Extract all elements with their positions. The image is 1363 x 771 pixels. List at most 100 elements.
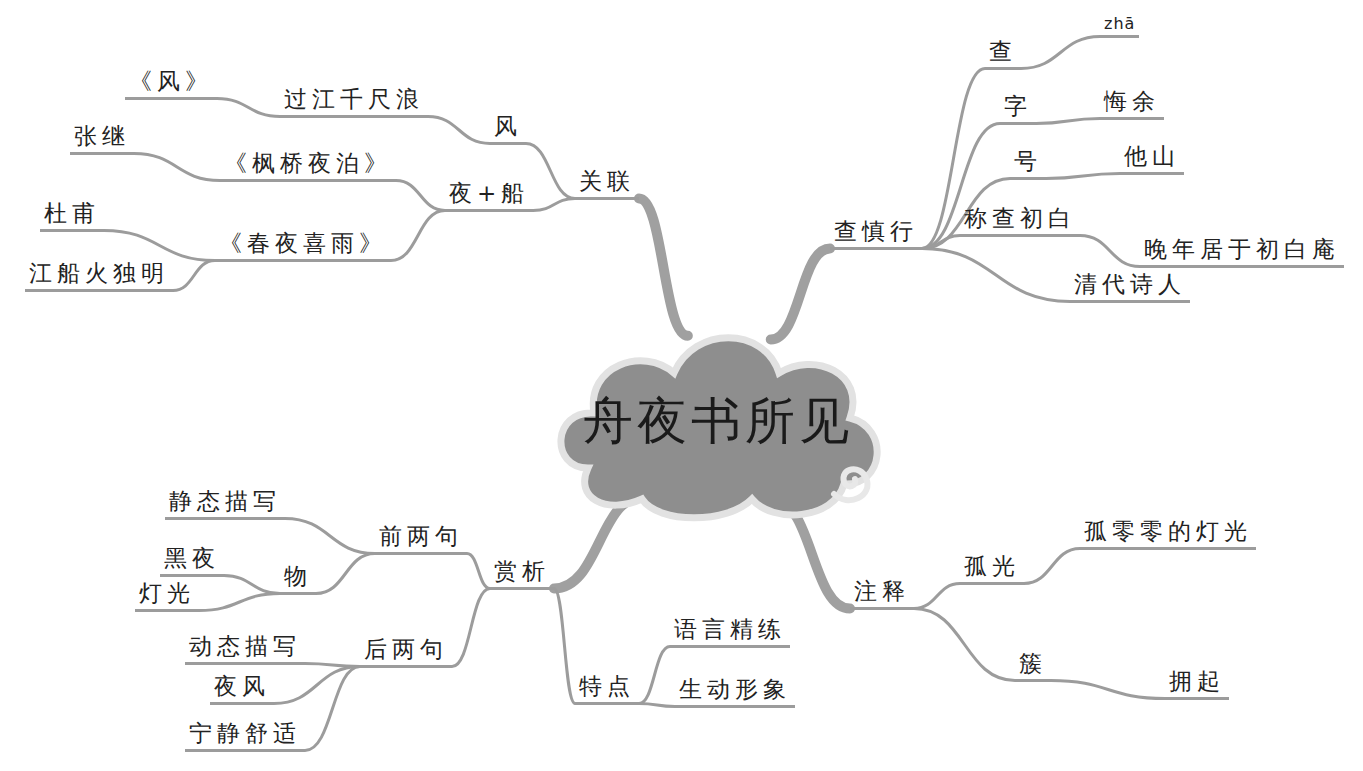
branch-topic: 宁静舒适 [185,719,305,752]
sub-branch [1024,549,1080,584]
main-branch [771,249,830,340]
branch-topic: 他山 [1120,142,1184,175]
branch-topic: 物 [280,562,316,595]
main-branch [554,496,644,589]
sub-branch [639,704,675,707]
topic-text: 清代诗人 [1074,270,1186,299]
branch-topic: 拥起 [1165,667,1229,700]
branch-topic: 查 [985,37,1021,70]
branch-topic: 前两句 [375,522,467,555]
sub-branch [554,589,575,704]
topic-text: 他山 [1124,142,1180,171]
branch-topic: 《春夜喜雨》 [215,229,391,262]
topic-text: 查慎行 [834,217,918,246]
branch-topic: 动态描写 [185,632,305,665]
topic-text: 赏析 [494,557,550,586]
topic-text: 悔余 [1104,87,1160,116]
topic-text: 《风》 [129,67,213,96]
topic-text: 过江千尺浪 [284,85,424,114]
sub-branch [391,211,445,261]
branch-topic: zhā [1100,14,1139,38]
cloud-swirl [834,469,867,500]
branch-topic: 字 [1000,92,1036,125]
branch-topic: 灯光 [135,579,199,612]
topic-text: 特点 [579,672,635,701]
topic-text: 夜+船 [449,179,529,208]
topic-text: 字 [1004,92,1032,121]
branch-topic: 清代诗人 [1070,270,1190,303]
sub-branch [922,249,1070,302]
sub-branch [526,144,575,199]
branch-topic: 张继 [70,122,134,155]
topic-text: zhā [1104,14,1135,34]
topic-text: 注释 [854,577,910,606]
topic-text: 《枫桥夜泊》 [224,149,392,178]
branch-topic: 夜+船 [445,179,533,212]
sub-branch [533,199,575,211]
topic-text: 宁静舒适 [189,719,301,748]
branch-topic: 孤零零的灯光 [1080,517,1256,550]
branch-topic: 黑夜 [160,544,224,577]
topic-text: 孤零零的灯光 [1084,517,1252,546]
sub-branch [134,154,220,181]
branch-topic: 悔余 [1100,87,1164,120]
sub-branch [428,117,490,144]
sub-branch [305,667,360,751]
sub-branch [1036,119,1100,124]
topic-text: 号 [1014,147,1042,176]
branch-topic: 赏析 [490,557,554,590]
branch-topic: 生动形象 [675,675,795,708]
main-branch [639,199,688,336]
sub-branch [914,584,960,609]
branch-topic: 《枫桥夜泊》 [220,149,396,182]
topic-text: 生动形象 [679,675,791,704]
topic-text: 风 [494,112,522,141]
topic-text: 灯光 [139,579,195,608]
branch-topic: 簇 [1015,649,1051,682]
branch-topic: 后两句 [360,635,452,668]
branch-topic: 夜风 [210,672,274,705]
branch-topic: 孤光 [960,552,1024,585]
sub-branch [467,554,490,589]
branch-topic: 过江千尺浪 [280,85,428,118]
topic-text: 查 [989,37,1017,66]
topic-text: 语言精练 [674,615,786,644]
sub-branch [922,236,960,249]
topic-text: 关联 [579,167,635,196]
sub-branch [396,181,445,211]
topic-text: 杜甫 [44,199,100,228]
topic-text: 夜风 [214,672,270,701]
branch-topic: 杜甫 [40,199,104,232]
branch-topic: 号 [1010,147,1046,180]
sub-branch [1080,236,1140,267]
branch-topic: 晚年居于初白庵 [1140,235,1344,268]
branch-topic: 查慎行 [830,217,922,250]
topic-text: 动态描写 [189,632,301,661]
sub-branch [104,231,215,261]
sub-branch [639,647,670,704]
branch-topic: 《风》 [125,67,217,100]
sub-branch [285,519,375,554]
sub-branch [1051,681,1165,699]
sub-branch [224,576,280,594]
branch-topic: 江船火独明 [25,259,173,292]
sub-branch [217,99,280,117]
topic-text: 物 [284,562,312,591]
topic-text: 称查初白 [964,204,1076,233]
topic-text: 簇 [1019,649,1047,678]
topic-text: 前两句 [379,522,463,551]
topic-text: 后两句 [364,635,448,664]
topic-text: 孤光 [964,552,1020,581]
topic-text: 黑夜 [164,544,220,573]
title-cloud: 舟夜书所见 [548,318,888,523]
branch-topic: 称查初白 [960,204,1080,237]
topic-text: 晚年居于初白庵 [1144,235,1340,264]
sub-branch [1046,174,1120,179]
sub-branch [914,609,1015,681]
topic-text: 江船火独明 [29,259,169,288]
branch-topic: 语言精练 [670,615,790,648]
sub-branch [316,554,375,594]
branch-topic: 注释 [850,577,914,610]
sub-branch [452,589,490,667]
